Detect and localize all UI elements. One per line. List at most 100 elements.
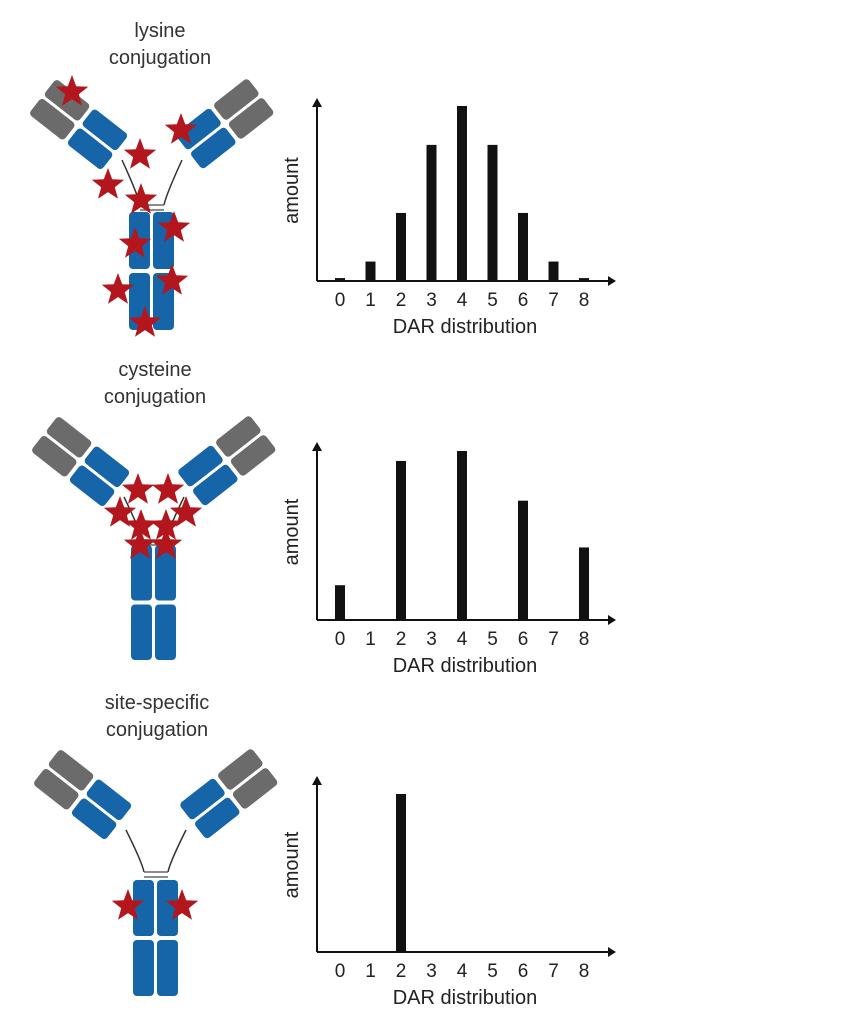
x-axis-label: DAR distribution — [393, 987, 538, 1009]
x-tick-label: 7 — [548, 961, 559, 982]
light-chain-domain — [214, 79, 259, 120]
x-tick-label: 5 — [487, 290, 498, 311]
bar-dar-8 — [579, 547, 589, 620]
bar-dar-6 — [518, 500, 528, 620]
payload-star — [128, 306, 162, 337]
fc-domain — [133, 940, 154, 996]
title-line1: site-specific — [104, 692, 210, 714]
heavy-chain-domain — [191, 127, 236, 169]
right-fab-arm — [180, 749, 278, 839]
x-tick-label: 1 — [365, 961, 376, 982]
left-fab-arm — [32, 417, 130, 506]
bar-dar-3 — [426, 144, 437, 281]
light-chain-domain — [32, 436, 77, 477]
bar-dar-1 — [365, 261, 376, 281]
x-tick-label: 3 — [426, 290, 437, 311]
title-line1: cysteine — [118, 359, 192, 381]
fc-domain — [157, 880, 178, 936]
x-axis-label: DAR distribution — [393, 316, 538, 338]
x-tick-label: 8 — [579, 629, 590, 650]
title-line1: lysine — [134, 20, 186, 42]
x-tick-label: 4 — [457, 961, 468, 982]
antibody-2 — [34, 749, 278, 996]
heavy-chain-domain — [69, 465, 115, 506]
bar-dar-8 — [579, 278, 589, 281]
payload-star — [118, 227, 152, 258]
antibody-0 — [30, 75, 274, 337]
title-line2: conjugation — [103, 386, 207, 408]
fc-domain — [133, 880, 154, 936]
heavy-chain-domain — [178, 445, 223, 487]
light-chain-domain — [232, 768, 278, 809]
light-chain-domain — [34, 769, 79, 810]
fc-domain — [155, 604, 176, 660]
x-tick-label: 2 — [396, 961, 407, 982]
light-chain-domain — [48, 750, 94, 791]
panel-title-cysteine: cysteine conjugation — [55, 357, 255, 411]
light-chain-domain — [218, 749, 263, 790]
x-tick-label: 2 — [396, 290, 407, 311]
y-axis-arrow — [312, 98, 322, 107]
x-tick-label: 8 — [579, 290, 590, 311]
x-tick-label: 6 — [518, 290, 529, 311]
hinge-line — [125, 829, 145, 873]
payload-star — [164, 113, 198, 144]
x-tick-label: 6 — [518, 629, 529, 650]
y-axis-arrow — [312, 776, 322, 785]
fc-domain — [131, 545, 152, 601]
payload-star — [155, 264, 189, 295]
x-tick-label: 5 — [487, 629, 498, 650]
payload-star — [121, 473, 155, 504]
title-line2: conjugation — [105, 719, 209, 741]
x-tick-label: 1 — [365, 290, 376, 311]
bar-dar-4 — [457, 451, 467, 620]
x-tick-label: 0 — [335, 961, 346, 982]
payload-star — [151, 473, 185, 504]
x-tick-label: 7 — [548, 629, 559, 650]
x-tick-label: 5 — [487, 961, 498, 982]
hinge-line — [167, 829, 187, 873]
hinge-line — [163, 159, 183, 206]
bar-dar-2 — [396, 212, 406, 281]
payload-star — [124, 509, 158, 540]
bar-dar-2 — [396, 460, 406, 620]
x-axis-label: DAR distribution — [393, 655, 538, 677]
y-axis-label: amount — [281, 831, 303, 898]
x-tick-label: 3 — [426, 961, 437, 982]
payload-star — [157, 211, 191, 242]
heavy-chain-domain — [193, 464, 238, 506]
payload-star — [169, 496, 203, 527]
antibody-illustrations — [30, 75, 278, 996]
panel-title-lysine: lysine conjugation — [60, 18, 260, 72]
x-tick-label: 6 — [518, 961, 529, 982]
x-tick-label: 3 — [426, 629, 437, 650]
title-line2: conjugation — [108, 47, 212, 69]
y-axis-label: amount — [281, 498, 303, 565]
payload-star — [103, 496, 137, 527]
x-tick-label: 8 — [579, 961, 590, 982]
y-axis-label: amount — [281, 157, 303, 224]
bar-dar-6 — [518, 212, 528, 281]
y-axis-arrow — [312, 442, 322, 451]
bar-dar-7 — [548, 261, 559, 281]
fc-domain — [157, 940, 178, 996]
heavy-chain-domain — [84, 446, 130, 488]
payload-star — [111, 889, 145, 920]
heavy-chain-domain — [82, 109, 128, 151]
heavy-chain-domain — [195, 797, 240, 839]
light-chain-domain — [216, 416, 261, 457]
heavy-chain-domain — [71, 798, 117, 839]
right-fab-arm — [178, 416, 276, 506]
x-tick-label: 0 — [335, 629, 346, 650]
bar-dar-5 — [487, 144, 498, 281]
payload-star — [149, 528, 183, 559]
x-tick-label: 4 — [457, 629, 468, 650]
x-tick-label: 4 — [457, 290, 468, 311]
heavy-chain-domain — [86, 779, 132, 821]
left-fab-arm — [34, 750, 132, 839]
